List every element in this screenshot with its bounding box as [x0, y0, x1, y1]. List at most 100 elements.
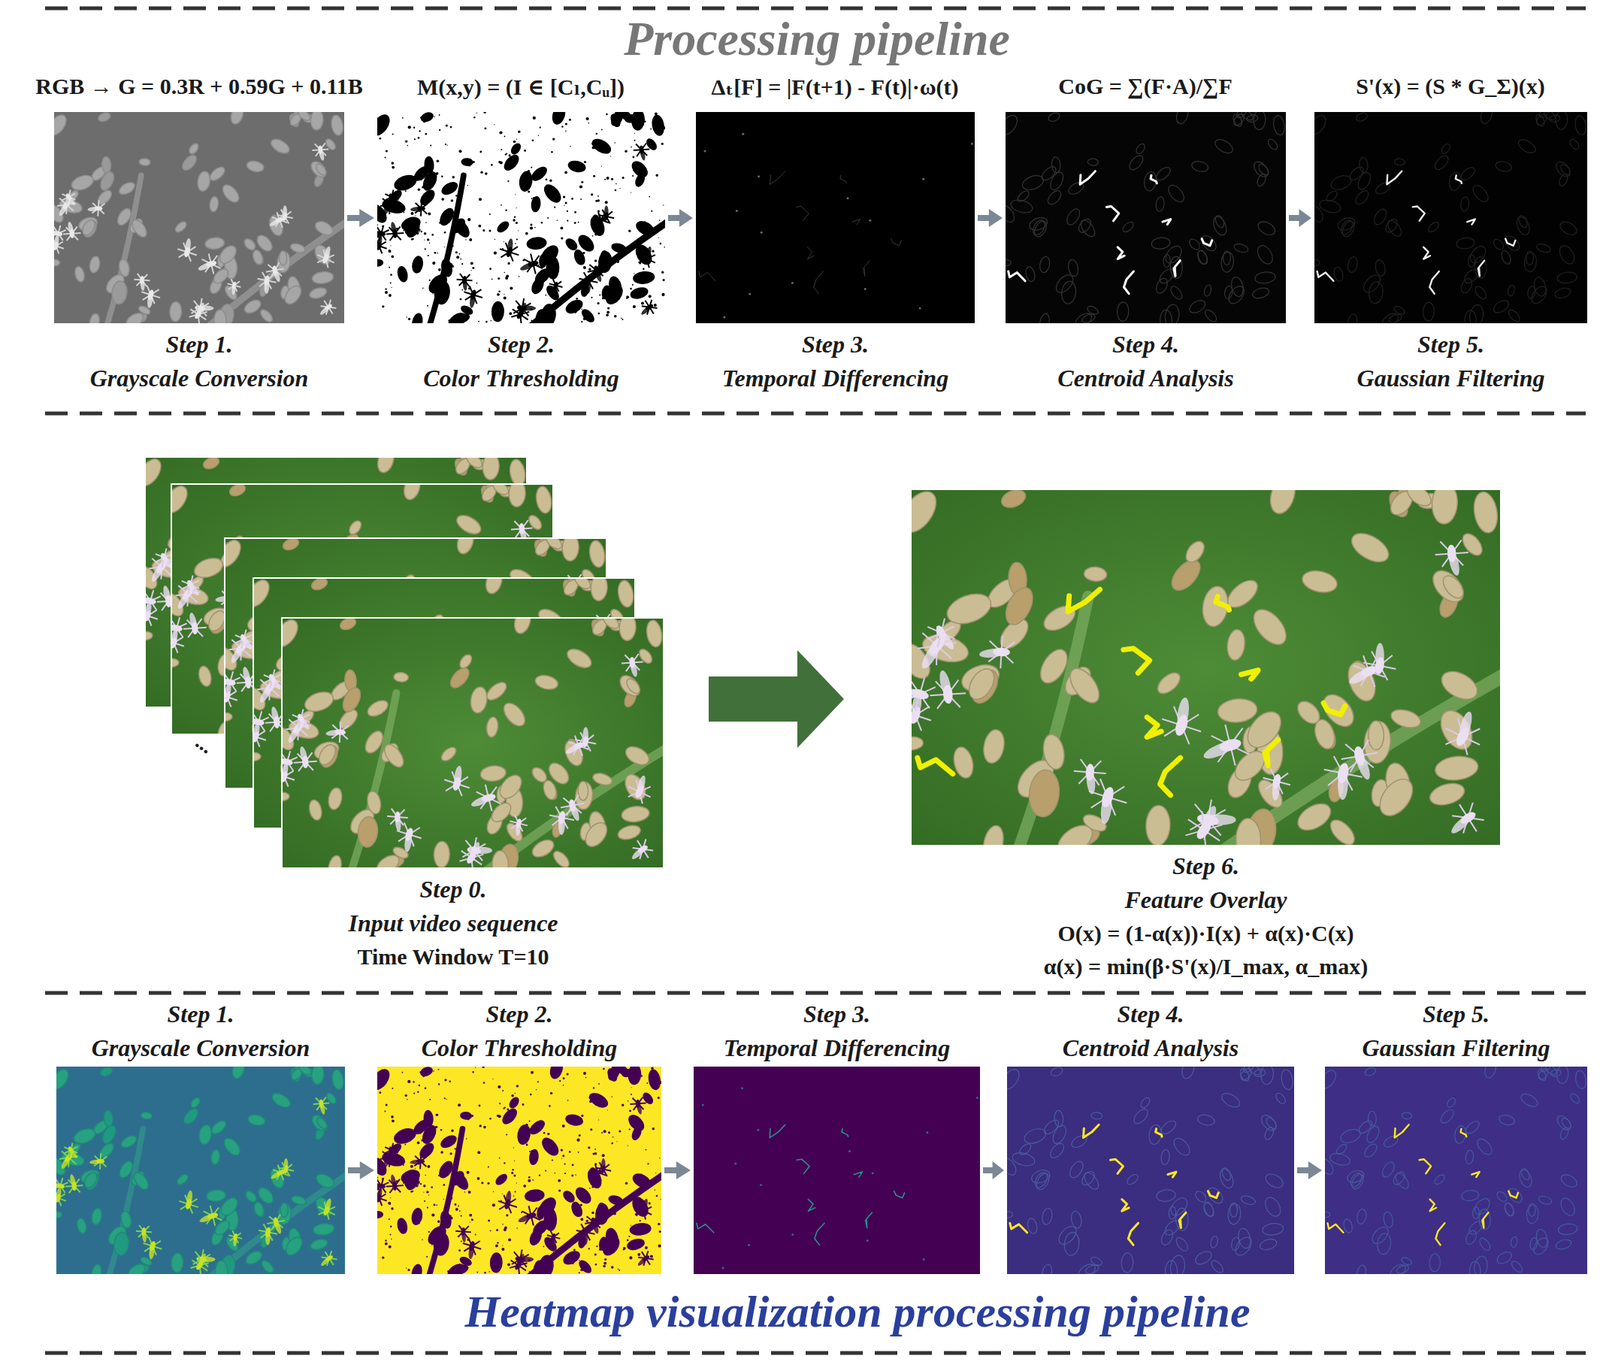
aphid-outline — [1514, 214, 1532, 237]
noise-speck — [571, 197, 574, 200]
aphid-outline — [1332, 266, 1344, 282]
aphid-outline — [1187, 236, 1202, 252]
aphid-outline — [1030, 217, 1047, 237]
aphid-outline — [1324, 189, 1340, 203]
noise-speck — [659, 219, 661, 221]
noise-speck — [663, 246, 666, 249]
noise-speck — [538, 135, 539, 137]
aphid — [171, 658, 179, 669]
aphid-outline — [1087, 158, 1099, 167]
noise-speck — [423, 239, 425, 241]
noise-speck — [661, 293, 665, 297]
noise-speck — [441, 175, 443, 178]
noise-speck — [507, 180, 509, 182]
noise-speck — [493, 251, 497, 255]
noise-speck — [489, 229, 492, 233]
aphid — [453, 511, 484, 538]
noise-speck — [634, 133, 636, 134]
noise-speck — [503, 293, 505, 295]
aphid-outline — [1005, 202, 1017, 224]
noise-speck — [560, 226, 564, 230]
aphid-outline — [1162, 242, 1185, 267]
noise-speck — [541, 221, 543, 224]
aphid — [629, 285, 650, 300]
difference-dot — [919, 307, 922, 310]
noise-speck — [552, 137, 555, 140]
noise-speck — [662, 204, 664, 206]
noise-speck — [471, 266, 475, 270]
aphid-outline — [1150, 236, 1171, 250]
noise-speck — [465, 238, 466, 240]
noise-speck — [477, 224, 481, 228]
noise-speck — [532, 139, 535, 143]
noise-speck — [413, 127, 415, 129]
aphid — [433, 280, 451, 306]
noise-speck — [456, 209, 458, 212]
noise-speck — [514, 242, 517, 245]
dashed-separator — [45, 411, 1586, 416]
winged-aphid — [193, 308, 203, 321]
aphid — [541, 181, 564, 205]
aphid-outline — [1254, 270, 1277, 285]
motion-trace — [1386, 171, 1402, 185]
aphid-outline — [1039, 164, 1059, 183]
noise-speck — [391, 166, 395, 170]
motion-trace — [1124, 271, 1135, 294]
aphid-outline — [1439, 142, 1452, 155]
motion-trace — [1478, 260, 1485, 277]
noise-speck — [525, 232, 529, 236]
aphid-outline — [1358, 157, 1368, 173]
difference-dot — [846, 196, 850, 200]
noise-speck — [626, 246, 630, 249]
aphid — [214, 309, 227, 324]
noise-speck — [605, 113, 608, 116]
aphid-outline — [1491, 237, 1506, 252]
aphid — [253, 752, 261, 763]
noise-speck — [447, 145, 448, 146]
aphid — [117, 179, 137, 197]
noise-speck — [438, 269, 441, 271]
noise-speck — [590, 193, 593, 196]
noise-speck — [539, 127, 542, 129]
noise-speck — [598, 293, 601, 296]
aphid — [308, 285, 328, 300]
noise-speck — [642, 268, 645, 270]
aphid-outline — [1165, 182, 1187, 206]
winged-aphid — [191, 621, 199, 635]
noise-speck — [484, 172, 488, 176]
aphid-outline — [1163, 254, 1171, 267]
noise-speck — [450, 126, 453, 129]
noise-speck — [629, 287, 633, 291]
noise-speck — [388, 293, 392, 297]
panel-image — [1314, 111, 1588, 324]
aphid-outline — [1251, 286, 1271, 300]
panel-ground — [1005, 111, 1286, 324]
aphid-outline — [1024, 266, 1037, 283]
noise-speck — [598, 312, 601, 315]
noise-speck — [390, 287, 392, 288]
motion-trace — [1201, 238, 1213, 246]
noise-speck — [408, 317, 411, 321]
noise-speck — [580, 308, 582, 310]
aphid-outline — [1314, 259, 1320, 267]
motion-trace — [698, 271, 716, 282]
noise-speck — [476, 112, 478, 114]
aphid-outline — [1469, 182, 1492, 205]
noise-speck — [553, 206, 556, 209]
noise-speck — [389, 251, 391, 253]
aphid — [572, 248, 586, 266]
noise-speck — [432, 261, 436, 265]
motion-trace — [1117, 247, 1125, 260]
winged-aphid — [505, 246, 514, 258]
leaf-vein — [106, 175, 142, 324]
panel-image — [1005, 111, 1286, 324]
noise-speck — [634, 139, 636, 142]
aphid — [281, 282, 305, 307]
winged-aphid — [553, 281, 559, 289]
dashed-separator — [45, 991, 1586, 996]
aphid-outline — [1272, 114, 1286, 137]
aphid-outline — [1371, 206, 1389, 227]
aphid-outline — [1346, 256, 1359, 274]
noise-speck — [500, 204, 503, 206]
aphid-outline — [1526, 251, 1534, 265]
